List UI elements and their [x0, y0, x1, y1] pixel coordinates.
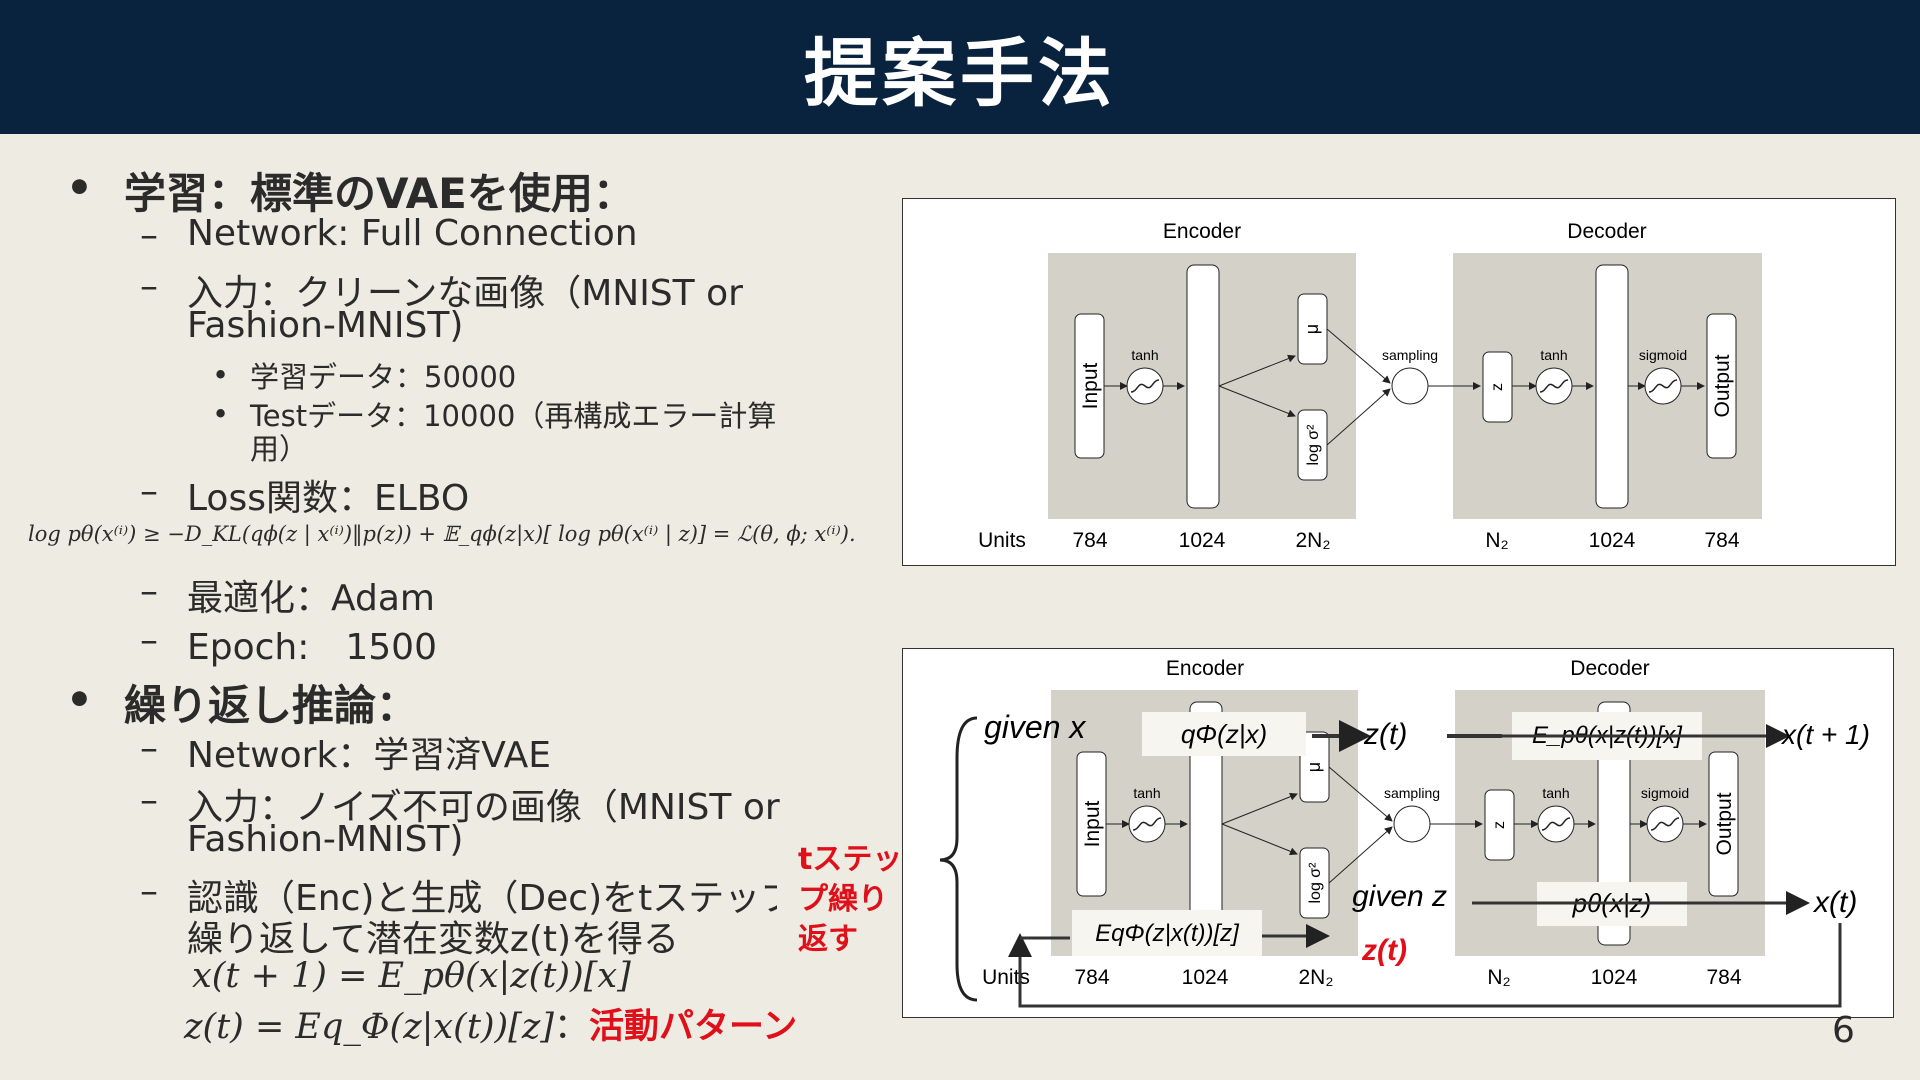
dash: – [140, 266, 158, 307]
units-label: Units [978, 529, 1026, 552]
given-x-label: given x [984, 709, 1086, 745]
dash: – [140, 620, 158, 661]
t-step-line: 返す [798, 922, 858, 957]
input-label: Input [1081, 800, 1104, 847]
q-phi-box [1142, 712, 1306, 756]
t-step-note: tステッ プ繰り 返す [798, 840, 902, 960]
item-test-data: Testデータ：10000（再構成エラー計算 [250, 399, 777, 433]
decoder-label: Decoder [1567, 220, 1646, 243]
x-t-label: x(t) [1812, 886, 1857, 919]
mu-label: μ [1302, 324, 1322, 334]
units-value: 1024 [1182, 966, 1229, 989]
item-network: Network: Full Connection [187, 213, 638, 254]
sub-bullet: • [212, 397, 230, 431]
bullet-iterative: 繰り返し推論： [124, 681, 419, 730]
units-value: 784 [1706, 966, 1741, 989]
sampling-node [1393, 805, 1431, 843]
z-t-activity-label: z(t) [1361, 934, 1407, 967]
tanh-label: tanh [1542, 785, 1569, 801]
dash: – [140, 871, 158, 912]
units-value: 784 [1074, 966, 1109, 989]
item-input-2: 入力：ノイズ不可の画像（MNIST or [187, 787, 780, 828]
equation-z: z(t) = Eq_Φ(z|x(t))[z]：活動パターン [184, 998, 797, 1049]
decoder-label: Decoder [1570, 657, 1649, 680]
mu-label: μ [1304, 762, 1324, 772]
sampling-label: sampling [1384, 785, 1440, 801]
given-z-label: given z [1352, 880, 1447, 913]
units-value: 2N₂ [1296, 529, 1331, 552]
repeat-brace [939, 716, 978, 1002]
title-bar [0, 0, 1920, 134]
z-label: z [1491, 821, 1508, 829]
page-number: 6 [1832, 1010, 1855, 1051]
z-label: z [1489, 383, 1506, 391]
equation-z-colon: ： [553, 1007, 589, 1047]
units-value: 1024 [1589, 529, 1636, 552]
x-t1-label: x(t + 1) [1780, 719, 1870, 750]
z-layer [1484, 789, 1515, 861]
bullet-dot: • [66, 675, 93, 724]
input-label: Input [1079, 362, 1102, 409]
item-input-1b: Fashion-MNIST) [187, 305, 464, 346]
units-value: N₂ [1485, 529, 1508, 552]
vae-architecture-diagram: Encoder Decoder Input tanh μ log σ² samp… [902, 198, 1896, 566]
units-value: 1024 [1179, 529, 1226, 552]
sigmoid-label: sigmoid [1639, 347, 1687, 363]
dash: – [140, 728, 158, 769]
item-input-1: 入力：クリーンな画像（MNIST or [187, 273, 743, 314]
elbo-equation: log pθ(x⁽ⁱ⁾) ≥ −D_KL(qϕ(z | x⁽ⁱ⁾)‖p(z)) … [28, 522, 856, 546]
activity-pattern-label: 活動パターン [588, 1007, 798, 1047]
units-value: N₂ [1487, 966, 1510, 989]
item-recognition-b: 繰り返して潜在変数z(t)を得る [187, 919, 680, 960]
feedback-loop [1018, 923, 1842, 1008]
t-step-line: プ繰り [798, 882, 888, 917]
logsigma-label: log σ² [1307, 862, 1324, 904]
dash: – [140, 780, 158, 821]
output-layer [1706, 313, 1737, 459]
sigmoid-label: sigmoid [1641, 785, 1689, 801]
item-test-data-b: 用） [250, 432, 309, 466]
dash: – [140, 215, 158, 256]
item-network-2: Network：学習済VAE [187, 735, 552, 776]
tanh-label: tanh [1540, 347, 1567, 363]
sampling-node [1391, 367, 1429, 405]
units-value: 2N₂ [1299, 966, 1334, 989]
equation-z-body: z(t) = Eq_Φ(z|x(t))[z] [184, 1007, 554, 1047]
equation-x: x(t + 1) = E_pθ(x|z(t))[x] [192, 956, 631, 996]
tanh-label: tanh [1133, 785, 1160, 801]
item-recognition: 認識（Enc)と生成（Dec)をtステップ [187, 878, 777, 919]
encoder-label: Encoder [1163, 220, 1241, 243]
logsigma-label: log σ² [1305, 424, 1322, 466]
output-label: Output [1713, 792, 1736, 855]
units-label: Units [982, 966, 1030, 989]
units-value: 784 [1704, 529, 1739, 552]
units-value: 1024 [1591, 966, 1638, 989]
hidden-layer-1024 [1186, 264, 1220, 509]
bullet-learning: 学習：標準のVAEを使用： [124, 169, 635, 218]
iterative-inference-diagram: Encoder Decoder Input tanh μ log σ² samp… [902, 648, 1894, 1018]
bullet-dot: • [66, 163, 93, 212]
eq-phi-label: EqΦ(z|x(t))[z] [1095, 920, 1240, 947]
slide-title: 提案手法 [804, 31, 1116, 117]
z-t-label: z(t) [1363, 718, 1407, 751]
item-optimizer: 最適化：Adam [187, 578, 435, 619]
hidden-layer-1024 [1595, 264, 1629, 509]
output-label: Output [1711, 354, 1734, 417]
dash: – [140, 471, 158, 512]
z-layer [1482, 351, 1513, 423]
dash: – [140, 571, 158, 612]
units-value: 784 [1072, 529, 1107, 552]
item-train-data: 学習データ：50000 [250, 360, 517, 394]
item-loss: Loss関数：ELBO [187, 478, 470, 519]
q-phi-label: qΦ(z|x) [1181, 719, 1267, 749]
encoder-label: Encoder [1166, 657, 1244, 680]
item-input-2b: Fashion-MNIST) [187, 819, 464, 860]
output-layer [1708, 751, 1739, 897]
sampling-label: sampling [1382, 347, 1438, 363]
item-epoch: Epoch: 1500 [187, 627, 437, 668]
t-step-line: tステッ [798, 842, 903, 877]
tanh-label: tanh [1131, 347, 1158, 363]
eq-phi-box [1072, 910, 1262, 956]
sub-bullet: • [212, 358, 230, 392]
